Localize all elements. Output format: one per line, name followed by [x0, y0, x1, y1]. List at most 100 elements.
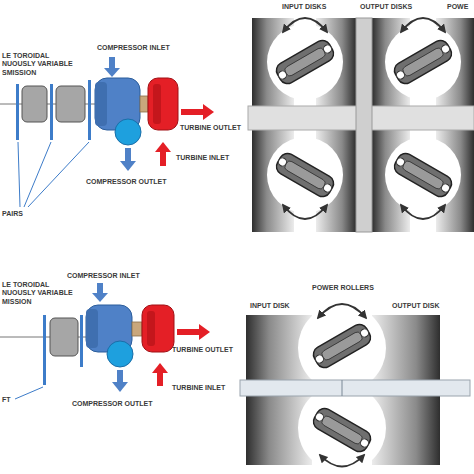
power-roller — [274, 37, 337, 86]
part-label: PAIRS — [2, 210, 23, 218]
power-roller-part — [401, 160, 444, 191]
toroidal-cavity-part — [298, 304, 386, 392]
tilt-arrow-part — [283, 205, 327, 219]
part-label: COMPRESSOR OUTLET — [72, 400, 153, 408]
flow-arrow-part — [177, 329, 199, 335]
power-roller-part — [401, 47, 444, 78]
power-roller-part — [314, 412, 325, 423]
part-label: TURBINE OUTLET — [180, 124, 241, 132]
power-roller-part — [274, 37, 337, 86]
flow-arrow-part — [92, 293, 108, 302]
flow-arrow-part — [104, 68, 120, 77]
main-shaft — [240, 380, 470, 396]
tilt-arrow-part — [401, 205, 445, 219]
main-shaft-part — [240, 380, 470, 396]
power-roller-part — [283, 160, 326, 191]
tilt-arrow-part — [320, 455, 364, 467]
compressor-part — [86, 309, 98, 348]
cvt-unit-part — [56, 86, 85, 122]
toroidal-cavity-part — [267, 24, 343, 100]
clutch-bar-part — [50, 84, 53, 140]
part-label: INPUT DISK — [250, 302, 290, 310]
power-roller-part — [277, 157, 288, 168]
leader-line — [18, 142, 89, 207]
clutch-bar-part — [16, 84, 19, 140]
part-label: COMPRESSOR OUTLET — [86, 178, 167, 186]
part-label: COMPRESSOR INLET — [97, 44, 170, 52]
flow-arrow — [92, 283, 210, 392]
part-label: TURBINE OUTLET — [172, 346, 233, 354]
part-label: POWER ROLLERS — [312, 284, 374, 292]
power-roller-part — [311, 321, 374, 370]
power-roller-part — [320, 331, 363, 362]
power-roller-part — [322, 183, 333, 194]
part-label: OUTPUT DISK — [392, 302, 439, 310]
turbine — [148, 78, 178, 130]
power-roller-part — [440, 44, 451, 55]
tilt-arrow-part — [283, 18, 327, 32]
shaft-coupling — [132, 322, 142, 336]
main-shaft — [248, 18, 474, 232]
flow-arrow-part — [155, 142, 171, 152]
main-shaft-part — [342, 380, 343, 396]
tilt-arrow — [283, 18, 445, 219]
part-label: COMPRESSOR INLET — [67, 272, 140, 280]
flow-arrow-part — [181, 109, 203, 115]
compressor — [95, 78, 141, 145]
power-roller-part — [392, 150, 455, 199]
power-roller-part — [322, 44, 333, 55]
cvt-unit — [50, 318, 78, 356]
part-label: TURBINE INLET — [176, 154, 229, 162]
clutch-bar — [16, 80, 91, 140]
clutch-bar-part — [80, 315, 83, 367]
power-roller-part — [440, 183, 451, 194]
power-roller — [311, 405, 374, 454]
shaft-coupling-part — [140, 96, 148, 112]
power-roller — [392, 150, 455, 199]
power-roller-part — [274, 150, 337, 199]
power-roller-part — [320, 415, 363, 446]
flow-arrow-part — [117, 370, 123, 382]
compressor-part — [115, 119, 141, 145]
part-label: FT — [2, 396, 11, 404]
leader-line-part — [15, 387, 43, 399]
clutch-bar — [43, 315, 83, 385]
main-shaft-part — [356, 18, 372, 232]
power-roller-part — [359, 438, 370, 449]
flow-arrow-part — [112, 382, 128, 392]
power-roller-part — [395, 70, 406, 81]
power-roller-part — [314, 354, 325, 365]
flow-arrow-part — [199, 324, 210, 340]
toroidal-cavity-part — [385, 137, 461, 213]
compressor-part — [107, 341, 133, 367]
toroidal-cavity-part — [267, 137, 343, 213]
flow-arrow-part — [109, 57, 115, 68]
tilt-arrow — [318, 304, 366, 467]
cvt-unit-part — [22, 86, 47, 122]
shaft-coupling-part — [132, 322, 142, 336]
toroidal-cavity-part — [298, 384, 386, 472]
toroidal-cavity-part — [385, 24, 461, 100]
clutch-bar-part — [88, 80, 91, 140]
flow-arrow-part — [125, 148, 131, 161]
flow-arrow-part — [97, 283, 103, 293]
power-roller — [311, 321, 374, 370]
flow-arrow — [104, 57, 214, 171]
compressor — [86, 305, 133, 367]
flow-arrow-part — [160, 152, 166, 166]
part-label: POWE — [447, 3, 468, 11]
power-roller — [392, 37, 455, 86]
turbine-part — [148, 78, 178, 130]
power-roller-part — [311, 405, 374, 454]
power-roller-part — [277, 70, 288, 81]
power-roller-part — [392, 37, 455, 86]
flow-arrow-part — [120, 161, 136, 171]
leader-line-part — [18, 142, 20, 207]
power-roller-part — [359, 328, 370, 339]
turbine-part — [142, 305, 174, 352]
part-label: OUTPUT DISKS — [360, 3, 412, 11]
power-roller-part — [395, 157, 406, 168]
cvt-unit-part — [50, 318, 78, 356]
turbine — [142, 305, 174, 352]
